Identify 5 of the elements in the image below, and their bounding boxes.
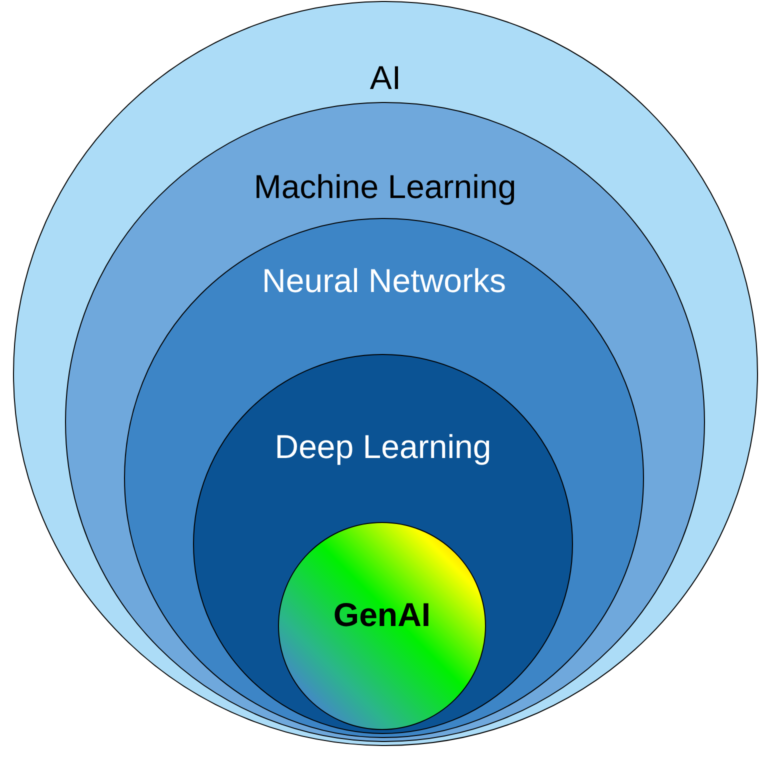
circle-label: Neural Networks bbox=[262, 261, 506, 301]
circle-label: Deep Learning bbox=[274, 427, 492, 467]
circle-label: GenAI bbox=[333, 595, 431, 635]
circle-label: AI bbox=[370, 58, 402, 98]
circle-label: Machine Learning bbox=[254, 167, 516, 207]
